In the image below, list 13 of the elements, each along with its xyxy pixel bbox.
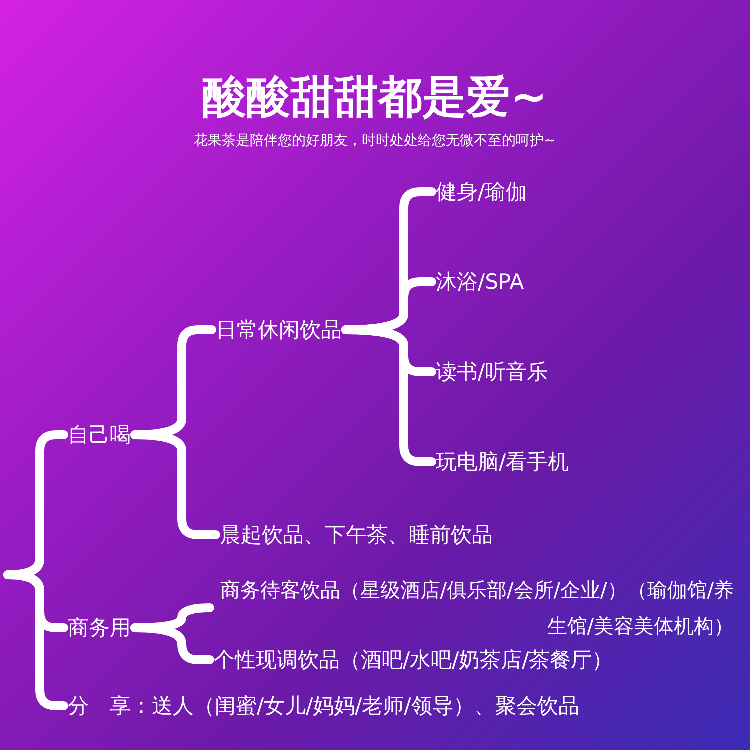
category-label: 商务待客饮品（星级酒店/俱乐部/会所/企业/）（瑜伽馆/养生馆/美容美体机构） <box>214 572 734 644</box>
category-label: 分 享：送人（闺蜜/女儿/妈妈/老师/领导）、聚会饮品 <box>68 688 580 724</box>
category-label: 自己喝 <box>68 417 131 453</box>
category-label: 个性现调饮品（酒吧/水吧/奶茶店/茶餐厅） <box>214 642 614 678</box>
category-label: 读书/听音乐 <box>436 354 548 390</box>
title: 酸酸甜甜都是爱~ <box>202 71 548 125</box>
category-label: 沐浴/SPA <box>436 264 524 300</box>
category-label: 商务用 <box>68 610 131 646</box>
category-label: 健身/瑜伽 <box>436 174 528 210</box>
subtitle: 花果茶是陪伴您的好朋友，时时处处给您无微不至的呵护~ <box>193 132 557 150</box>
category-label: 晨起饮品、下午茶、睡前饮品 <box>220 517 493 553</box>
category-label: 玩电脑/看手机 <box>436 444 570 480</box>
category-label: 日常休闲饮品 <box>216 312 342 348</box>
